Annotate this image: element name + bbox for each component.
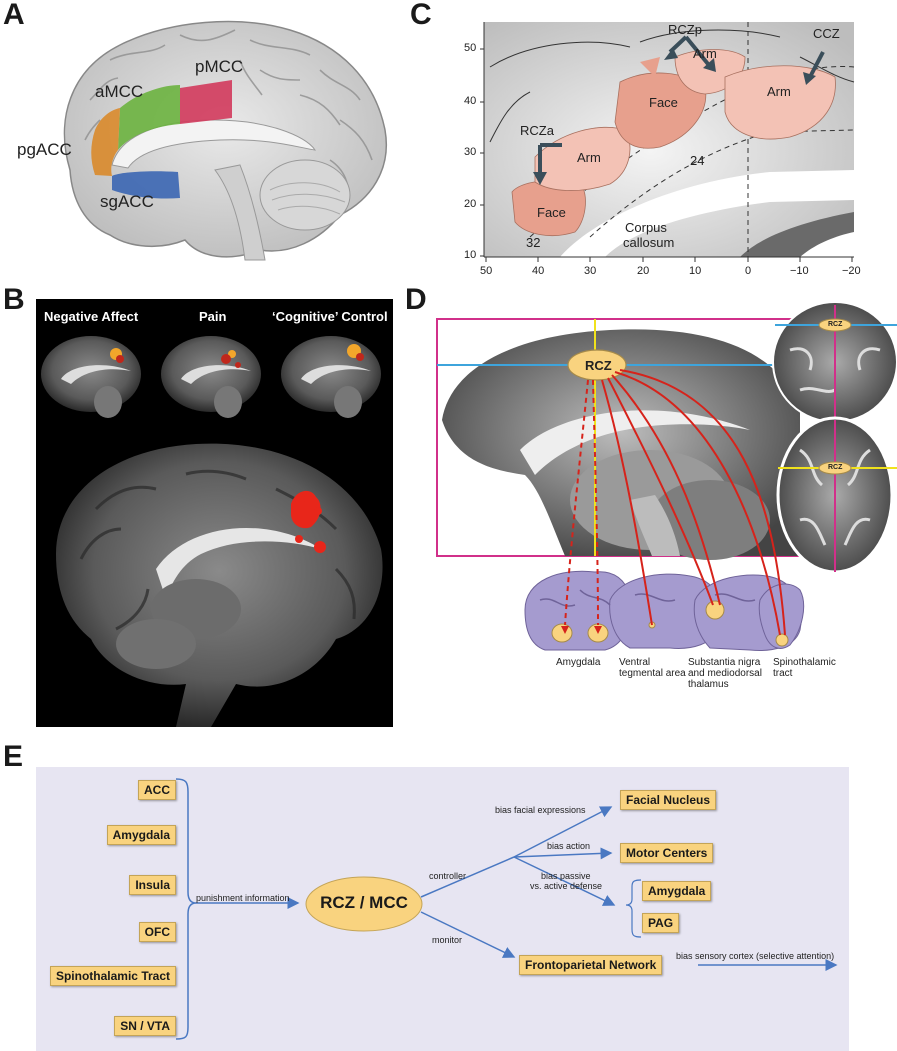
input-sn-vta-box: SN / VTA	[114, 1016, 176, 1036]
amcc-region	[118, 85, 180, 150]
y-tick-10: 10	[464, 249, 477, 261]
face-label-1: Face	[649, 95, 678, 110]
cingulate-motor-map	[480, 22, 855, 262]
pag-output-box: PAG	[642, 913, 680, 933]
rcz-label: RCZ	[585, 358, 612, 373]
rcz-projection-diagram	[436, 301, 897, 651]
medial-brain-illustration	[63, 20, 387, 261]
large-fmri-brain	[56, 443, 383, 727]
punishment-information-label: punishment information	[196, 893, 290, 903]
panel-e: ACC Amygdala Insula OFC Spinothalamic Tr…	[36, 767, 849, 1051]
spinothalamic-label-2: tract	[773, 668, 793, 679]
area-24-label: 24	[690, 153, 705, 168]
arm-label-3: Arm	[577, 150, 601, 165]
input-spinothalamic-box: Spinothalamic Tract	[49, 966, 176, 986]
x-tick-20: 20	[637, 265, 650, 277]
y-tick-20: 20	[464, 198, 477, 210]
input-insula-box: Insula	[129, 875, 176, 895]
rcza-label: RCZa	[520, 123, 554, 138]
controller-label: controller	[429, 871, 467, 881]
cognitive-control-heading: ‘Cognitive’ Control	[272, 309, 388, 324]
callosum-label: callosum	[623, 235, 675, 250]
bias-passive-label-1: bias passive	[541, 871, 591, 881]
face-label-2: Face	[537, 205, 566, 220]
rczp-label: RCZp	[668, 22, 702, 37]
flow-arrows	[175, 778, 838, 1040]
x-tick-30: 30	[584, 265, 597, 277]
spinothalamic-label-1: Spinothalamic	[773, 657, 836, 668]
bias-passive-label-2: vs. active defense	[530, 881, 603, 891]
rcz-mcc-node: RCZ / MCC	[320, 893, 408, 912]
pmcc-region	[180, 80, 232, 124]
pgacc-label: pgACC	[17, 140, 72, 159]
input-acc-box: ACC	[138, 780, 176, 800]
panel-letter-b: B	[3, 283, 25, 316]
amygdala-target-label: Amygdala	[556, 657, 601, 668]
x-tick-neg20: −20	[842, 265, 861, 277]
corpus-label: Corpus	[625, 220, 667, 235]
panel-letter-a: A	[3, 0, 25, 31]
bias-sensory-label: bias sensory cortex (selective attention…	[676, 951, 835, 961]
pgacc-region	[91, 108, 120, 176]
panel-c: RCZp CCZ RCZa Arm Arm Arm Face Face 24 3…	[440, 22, 885, 282]
ccz-label: CCZ	[813, 26, 840, 41]
rczp-face-zone	[614, 72, 707, 149]
y-tick-50: 50	[464, 42, 477, 54]
negative-affect-heading: Negative Affect	[44, 309, 139, 324]
panel-a: pMCC aMCC pgACC sgACC	[0, 0, 400, 280]
area-32-label: 32	[526, 235, 541, 250]
panel-letter-d: D	[405, 283, 427, 316]
small-brain-cognitive-control	[281, 336, 381, 418]
amcc-label: aMCC	[95, 82, 144, 101]
vta-label-1: Ventral	[619, 657, 651, 668]
x-tick-0: 0	[745, 265, 752, 277]
panel-letter-e: E	[3, 740, 24, 773]
frontoparietal-network-box: Frontoparietal Network	[519, 955, 663, 975]
vta-label-2: tegmental area	[619, 668, 686, 679]
sgacc-label: sgACC	[100, 192, 154, 211]
small-brain-negative-affect	[41, 336, 141, 418]
y-tick-40: 40	[464, 95, 477, 107]
x-tick-neg10: −10	[790, 265, 809, 277]
rcz-axial-label: RCZ	[828, 464, 843, 471]
motor-centers-box: Motor Centers	[620, 843, 714, 863]
x-tick-10: 10	[689, 265, 702, 277]
input-amygdala-box: Amygdala	[106, 825, 176, 845]
input-ofc-box: OFC	[138, 922, 176, 942]
fmri-brain-images	[41, 336, 383, 727]
bias-facial-label: bias facial expressions	[495, 805, 586, 815]
sgacc-region	[112, 171, 180, 199]
x-tick-40: 40	[532, 265, 545, 277]
x-tick-50: 50	[480, 265, 493, 277]
sn-label-1: Substantia nigra	[688, 657, 761, 668]
sn-label-3: thalamus	[688, 679, 729, 690]
coronal-sections	[524, 570, 805, 651]
rcz-coronal-label: RCZ	[828, 321, 843, 328]
bias-action-label: bias action	[547, 841, 591, 851]
pmcc-label: pMCC	[195, 57, 244, 76]
panel-d: RCZ RCZ RCZ Amygdala Ventral tegmental a…	[430, 300, 897, 700]
panel-letter-c: C	[410, 0, 432, 31]
small-brain-pain	[161, 336, 261, 418]
arm-label-2: Arm	[767, 84, 791, 99]
pain-heading: Pain	[199, 309, 227, 324]
amygdala-output-box: Amygdala	[642, 881, 712, 901]
ccz-arm-zone	[724, 65, 836, 140]
arm-label-1: Arm	[693, 46, 717, 61]
facial-nucleus-box: Facial Nucleus	[620, 790, 717, 810]
panel-b: Negative Affect Pain ‘Cognitive’ Control	[36, 299, 393, 727]
sn-label-2: and mediodorsal	[688, 668, 762, 679]
y-tick-30: 30	[464, 146, 477, 158]
monitor-label: monitor	[432, 935, 463, 945]
